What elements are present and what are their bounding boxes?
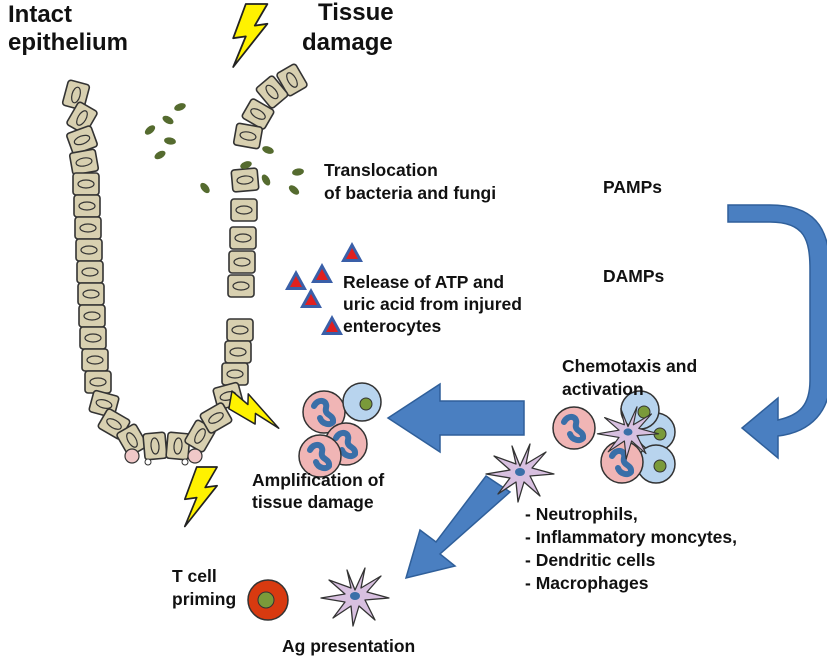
crypt-base: [115, 418, 217, 466]
release-label-3: enterocytes: [343, 316, 442, 336]
ag-presentation-label: Ag presentation: [282, 636, 415, 656]
intact-epithelium-column: [61, 78, 132, 441]
chemotaxis-label-2: activation: [562, 379, 644, 399]
release-label-2: uric acid from injured: [343, 294, 522, 314]
translocation-label-2: of bacteria and fungi: [324, 183, 496, 203]
pamps-label: PAMPs: [603, 177, 662, 197]
dendritic-cell-presenting: [320, 567, 390, 627]
tissue-damage-label-1: Tissue: [318, 0, 394, 26]
lightning-icon-bottom: [183, 466, 218, 528]
damps-label: DAMPs: [603, 266, 665, 286]
arrow-to-ag-presentation: [404, 474, 512, 580]
lightning-icon-middle: [226, 390, 285, 429]
cell-type-dendritic: - Dendritic cells: [525, 550, 656, 570]
release-label-1: Release of ATP and: [343, 272, 504, 292]
tissue-damage-label-2: damage: [302, 29, 393, 56]
t-cell-priming-label-2: priming: [172, 589, 236, 609]
damaged-epithelium-column: [198, 62, 309, 435]
intact-epithelium-label-1: Intact: [8, 1, 72, 28]
neutrophil-group-left: [299, 382, 382, 477]
bacteria-cluster: [143, 101, 305, 197]
t-cell-priming-label-1: T cell: [172, 566, 217, 586]
chemotaxis-label-1: Chemotaxis and: [562, 356, 697, 376]
curved-arrow: [727, 204, 827, 460]
cell-type-neutrophils: - Neutrophils,: [525, 504, 638, 524]
cell-type-monocytes: - Inflammatory moncytes,: [525, 527, 737, 547]
intact-epithelium-label-2: epithelium: [8, 29, 128, 56]
amplification-label-2: tissue damage: [252, 492, 374, 512]
arrow-to-cells: [386, 382, 525, 454]
translocation-label-1: Translocation: [324, 160, 438, 180]
cell-type-macrophages: - Macrophages: [525, 573, 649, 593]
t-cell: [247, 579, 289, 621]
amplification-label-1: Amplification of: [252, 470, 384, 490]
lightning-icon-top: [232, 3, 269, 68]
